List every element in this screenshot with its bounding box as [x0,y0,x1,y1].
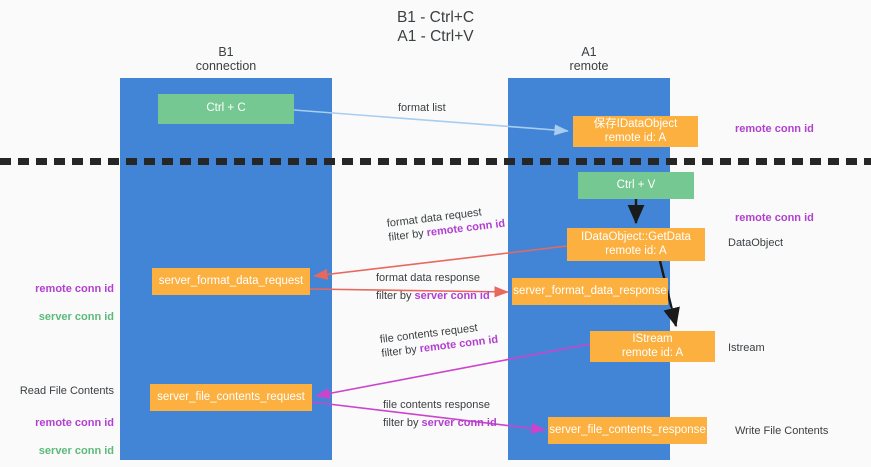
diagram-title: B1 - Ctrl+C A1 - Ctrl+V [396,9,475,45]
node-idataobject-getdata[interactable]: IDataObject::GetData remote id: A [567,228,705,261]
label-istream: Istream [728,342,765,354]
filter-key: server conn id [421,417,497,429]
edge-label-format-list-text: format list [398,102,446,114]
lane-header-a1: A1 remote [569,45,609,73]
node-ctrl-c[interactable]: Ctrl + C [158,94,294,124]
node-server-file-contents-request[interactable]: server_file_contents_request [150,384,312,411]
node-istream[interactable]: IStream remote id: A [590,331,715,362]
node-save-idataobject[interactable]: 保存IDataObject remote id: A [573,116,698,147]
node-server-file-contents-response[interactable]: server_file_contents_response [548,417,707,444]
node-ctrl-v[interactable]: Ctrl + V [578,172,694,199]
phase-divider [0,158,871,165]
label-server-conn-id: server conn id [38,445,114,457]
label-remote-conn-id: remote conn id [35,417,114,429]
label-left-conn-ids-file: remote conn id server conn id [18,402,114,467]
filter-prefix: filter by [376,290,415,302]
filter-prefix: filter by [383,417,422,429]
filter-prefix: filter by [380,343,421,360]
label-data-object: DataObject [728,237,784,249]
label-left-conn-ids-format: remote conn id server conn id [18,268,114,338]
label-remote-conn-id-top: remote conn id [735,123,814,135]
edge-label-format-data-request: format data request filter by remote con… [386,203,506,245]
label-remote-conn-id: remote conn id [35,283,114,295]
edge-label-format-data-response: format data response filter by server co… [376,271,490,303]
edge-label-format-data-response-filter: filter by server conn id [376,289,490,303]
edge-label-file-contents-response: file contents response filter by server … [383,398,497,430]
edge-label-file-contents-response-filter: filter by server conn id [383,416,497,430]
label-write-file-contents: Write File Contents [735,425,829,437]
filter-prefix: filter by [387,227,428,244]
edge-label-format-data-response-title: format data response [376,272,480,284]
node-server-format-data-response[interactable]: server_format_data_response [512,278,668,305]
lane-header-b1: B1 connection [195,45,257,73]
edge-label-format-list: format list [398,101,446,115]
label-remote-conn-id-mid: remote conn id [735,212,814,224]
node-server-format-data-request[interactable]: server_format_data_request [152,268,310,295]
label-read-file-contents: Read File Contents [19,385,114,397]
edge-label-file-contents-request: file contents request filter by remote c… [379,319,499,361]
filter-key: server conn id [414,290,490,302]
label-server-conn-id: server conn id [38,311,114,323]
edge-label-file-contents-response-title: file contents response [383,399,491,411]
